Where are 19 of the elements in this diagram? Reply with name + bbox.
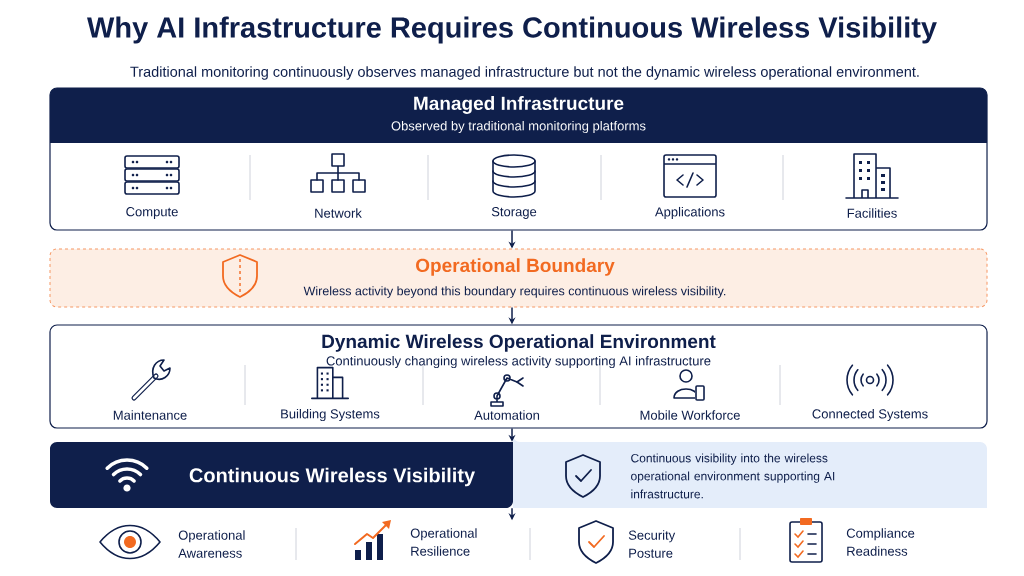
item-label: Maintenance	[113, 410, 187, 420]
item-label: Mobile Workforce	[640, 410, 740, 420]
item-label: Automation	[474, 410, 540, 420]
title: Why AI Infrastructure Requires Continuous Wireless Visibility	[87, 16, 937, 44]
item-label: Building Systems	[281, 408, 380, 422]
item-label: Applications	[655, 206, 725, 220]
item-label: Facilities	[847, 208, 897, 218]
item-label: Network	[315, 208, 362, 218]
item-label: Storage	[491, 207, 537, 219]
outcome-label: Security Posture	[628, 530, 676, 558]
boundary-band: Operational Boundary Wireless activity beyond this boundary requires continuous wireless visibility.	[49, 248, 988, 308]
item-label: Compute	[126, 207, 178, 219]
outcome-label: Operational Resilience	[410, 528, 477, 556]
outcome-label: Operational Awareness	[178, 530, 245, 558]
banner: Continuous Wireless Visibility	[50, 442, 513, 508]
subtitle: Traditional monitoring continuously observes managed infrastructure but not the dynamic wireless operational environment.	[130, 66, 919, 80]
description-panel: Continuous visibility into the wireless operational environment supporting AI infrastructure.	[513, 435, 987, 508]
outcome-label: Compliance Readiness	[846, 528, 915, 556]
item-label: Connected Systems	[812, 408, 928, 422]
